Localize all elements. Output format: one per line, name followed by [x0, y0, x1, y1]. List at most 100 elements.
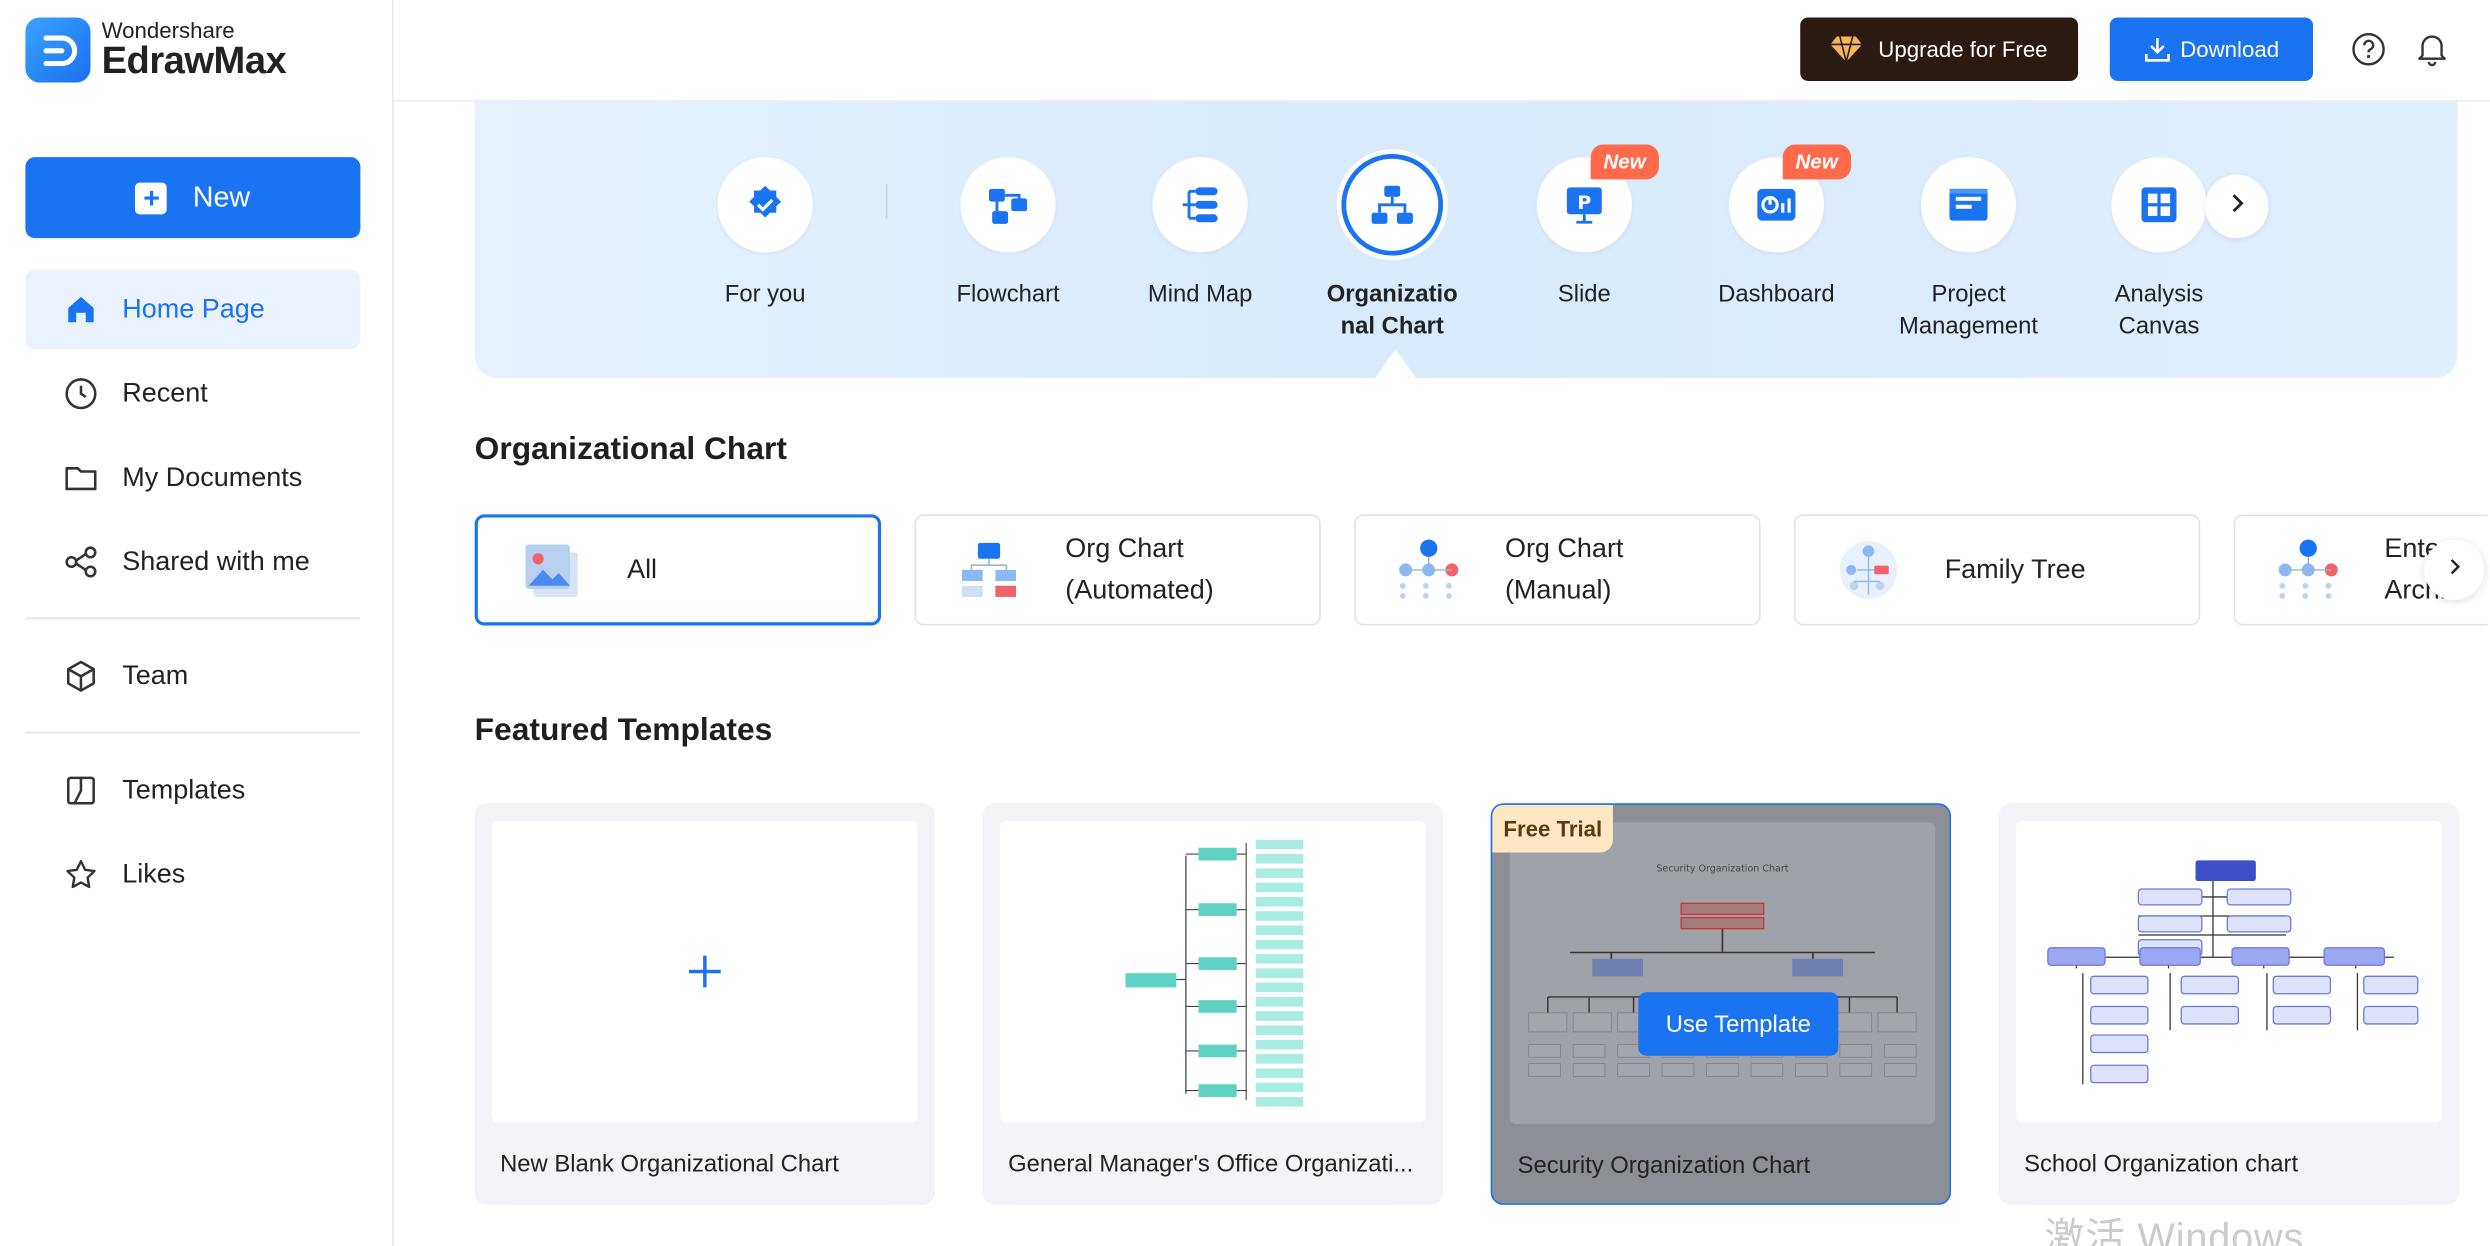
category-label: Analysis Canvas: [2114, 280, 2204, 340]
free-trial-badge: Free Trial: [1492, 804, 1614, 853]
type-card-enterprise[interactable]: Ente Archi: [2233, 514, 2488, 626]
brand-top: Wondershare: [101, 17, 235, 43]
edrawmax-logo-icon: [25, 17, 91, 83]
section-title: Organizational Chart: [474, 431, 787, 467]
featured-title: Featured Templates: [474, 712, 773, 748]
selected-category-pointer: [1374, 349, 1417, 378]
sidebar-item-home[interactable]: Home Page: [25, 269, 361, 350]
new-button-label: New: [192, 180, 251, 213]
download-icon: [2144, 35, 2173, 64]
top-bar: Upgrade for Free Download: [393, 0, 2490, 102]
help-icon[interactable]: [2351, 32, 2386, 75]
sidebar-item-shared[interactable]: Shared with me: [25, 522, 360, 601]
notification-bell-icon[interactable]: [2416, 32, 2448, 75]
project-management-icon: [1920, 157, 2017, 253]
sidebar-item-my-documents[interactable]: My Documents: [25, 438, 360, 517]
template-card-blank[interactable]: New Blank Organizational Chart: [474, 803, 936, 1205]
school-chart-preview: [2047, 860, 2419, 1085]
svg-text:P: P: [1577, 192, 1591, 214]
type-card-label: Org Chart (Manual): [1504, 533, 1624, 605]
category-dashboard[interactable]: Dashboard: [1697, 157, 1856, 311]
sidebar-item-templates[interactable]: Templates: [25, 751, 360, 830]
general-manager-chart-preview: [1125, 839, 1304, 1107]
chevron-right-icon: [2226, 191, 2248, 221]
sidebar-item-label: Shared with me: [122, 546, 310, 577]
category-label: Slide: [1557, 280, 1611, 308]
type-card-automated[interactable]: Org Chart (Automated): [914, 514, 1321, 626]
type-card-label: Family Tree: [1944, 554, 2086, 585]
template-caption: School Organization chart: [2024, 1150, 2299, 1178]
org-chart-automated-icon: [957, 538, 1021, 602]
type-card-label: All: [627, 554, 658, 585]
template-thumbnail: [2016, 820, 2442, 1123]
template-card-school[interactable]: School Organization chart: [1998, 803, 2460, 1205]
sidebar-item-label: Recent: [122, 377, 208, 408]
flowchart-icon: [960, 157, 1056, 253]
sidebar-item-team[interactable]: Team: [25, 637, 360, 716]
category-analysis-canvas[interactable]: Analysis Canvas: [2080, 157, 2239, 343]
org-chart-icon: [1341, 153, 1444, 256]
template-caption: Security Organization Chart: [1517, 1152, 1811, 1180]
star-icon: [64, 857, 99, 892]
template-caption: General Manager's Office Organizati...: [1008, 1150, 1414, 1178]
new-button[interactable]: + New: [25, 157, 361, 239]
enterprise-architecture-icon: [2276, 538, 2340, 602]
category-separator: [885, 184, 888, 220]
family-tree-icon: [1837, 538, 1901, 602]
upgrade-label: Upgrade for Free: [1878, 36, 2048, 62]
diamond-icon: [1830, 35, 1863, 64]
category-flowchart[interactable]: Flowchart: [929, 157, 1088, 311]
sidebar-item-label: Templates: [122, 774, 246, 805]
template-thumbnail: [1000, 820, 1426, 1123]
home-icon: [64, 292, 99, 327]
mind-map-icon: [1152, 157, 1248, 253]
share-icon: [64, 545, 99, 580]
sidebar-item-label: Team: [122, 660, 189, 691]
category-label: Mind Map: [1147, 280, 1253, 308]
new-badge: New: [1782, 144, 1851, 180]
type-card-all[interactable]: All: [474, 514, 882, 626]
template-thumbnail: Security Organization Chart Use Template: [1509, 822, 1936, 1124]
security-chart-preview: Security Organization Chart: [1528, 864, 1917, 1077]
sidebar-item-recent[interactable]: Recent: [25, 354, 360, 433]
category-banner: For you Flowchart Mind Map Organizatio n…: [474, 101, 2458, 378]
upgrade-button[interactable]: Upgrade for Free: [1800, 17, 2079, 81]
brand-name: EdrawMax: [101, 39, 287, 83]
type-card-family-tree[interactable]: Family Tree: [1793, 514, 2201, 626]
category-slide[interactable]: P Slide: [1505, 157, 1664, 311]
sparkle-badge-icon: [717, 157, 813, 253]
template-thumbnail: [492, 820, 918, 1123]
image-stack-icon: [519, 538, 583, 602]
folder-icon: [64, 460, 99, 495]
chevron-right-icon: [2445, 556, 2464, 585]
plus-icon: [686, 953, 724, 999]
sidebar-item-likes[interactable]: Likes: [25, 835, 360, 914]
template-card-security[interactable]: Security Organization Chart Use Template…: [1490, 803, 1952, 1205]
use-template-button[interactable]: Use Template: [1638, 992, 1839, 1056]
download-button[interactable]: Download: [2109, 17, 2313, 81]
category-for-you[interactable]: For you: [686, 157, 845, 311]
template-icon: [64, 773, 99, 808]
plus-icon: +: [135, 181, 168, 214]
types-scroll-right-button[interactable]: [2424, 539, 2485, 601]
category-label: Project Management: [1898, 280, 2039, 340]
category-mind-map[interactable]: Mind Map: [1121, 157, 1280, 311]
cube-icon: [64, 659, 99, 694]
category-next-button[interactable]: [2205, 174, 2269, 239]
sidebar-divider: [25, 731, 361, 734]
template-card-general-manager[interactable]: General Manager's Office Organizati...: [982, 803, 1444, 1205]
sidebar-divider: [25, 617, 361, 620]
category-label: Organizatio nal Chart: [1326, 280, 1458, 340]
app-logo[interactable]: Wondershare EdrawMax: [25, 17, 287, 83]
type-card-label: Org Chart (Automated): [1065, 533, 1214, 605]
category-label: Dashboard: [1718, 280, 1835, 308]
sidebar: Wondershare EdrawMax + New Home Page Rec…: [0, 0, 394, 1246]
category-org-chart[interactable]: Organizatio nal Chart: [1313, 153, 1472, 343]
category-project-management[interactable]: Project Management: [1889, 157, 2048, 343]
preview-title: Security Organization Chart: [1656, 864, 1788, 875]
clock-icon: [64, 376, 99, 411]
new-badge: New: [1590, 144, 1659, 180]
type-card-manual[interactable]: Org Chart (Manual): [1354, 514, 1761, 626]
template-caption: New Blank Organizational Chart: [500, 1150, 839, 1178]
category-label: Flowchart: [956, 280, 1060, 308]
